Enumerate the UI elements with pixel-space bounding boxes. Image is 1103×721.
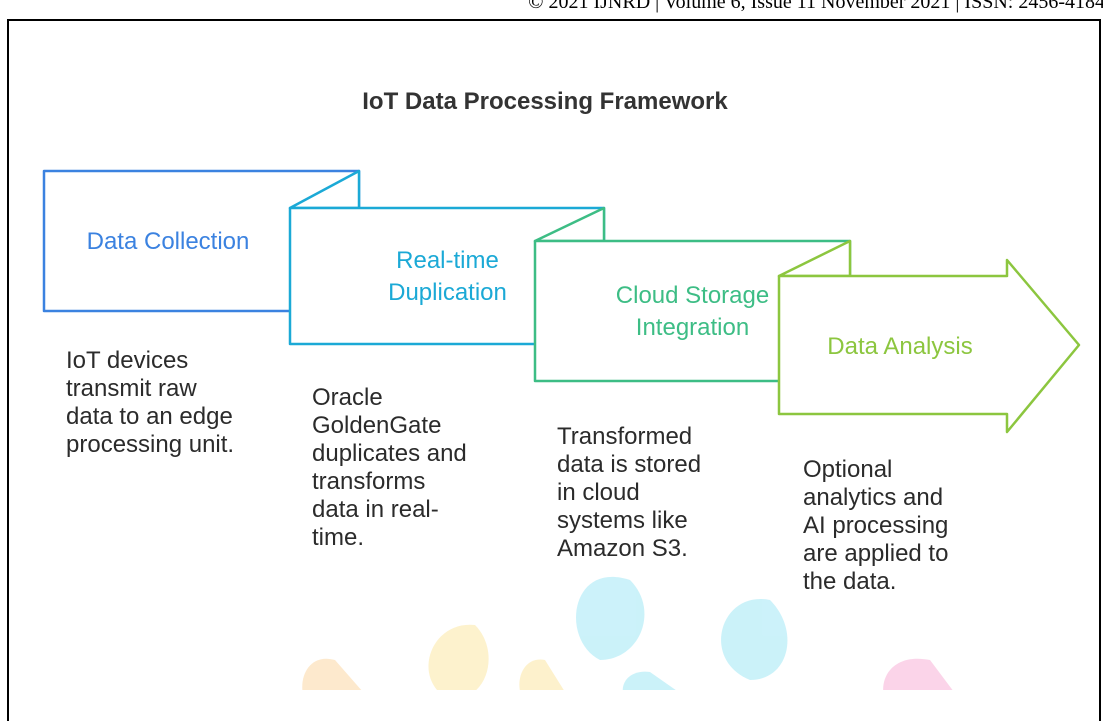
page-frame: [7, 19, 1101, 721]
stage-1-description: IoT devices transmit raw data to an edge…: [66, 347, 235, 458]
diagram-title: IoT Data Processing Framework: [362, 88, 728, 115]
stage-4-description: Optional analytics and AI processing are…: [803, 456, 949, 595]
stage-3-label: Cloud Storage Integration: [615, 282, 770, 341]
stage-2-label: Real-time Duplication: [388, 247, 507, 306]
stage-3-shape: [533, 206, 852, 383]
stage-4-label: Data Analysis: [827, 333, 973, 360]
stage-2-description: Oracle GoldenGate duplicates and transfo…: [312, 384, 467, 551]
logo-watermark: [302, 576, 953, 690]
stage-shapes: [42, 169, 1081, 434]
stage-3-description: Transformed data is stored in cloud syst…: [557, 423, 702, 562]
stage-4-arrow-shape: [777, 239, 1081, 434]
stage-1-label: Data Collection: [86, 228, 250, 255]
journal-citation-header: © 2021 IJNRD | Volume 6, Issue 11 Novemb…: [528, 0, 1103, 13]
iot-framework-diagram: IoT Data Processing Framework Data Colle…: [42, 88, 1081, 595]
